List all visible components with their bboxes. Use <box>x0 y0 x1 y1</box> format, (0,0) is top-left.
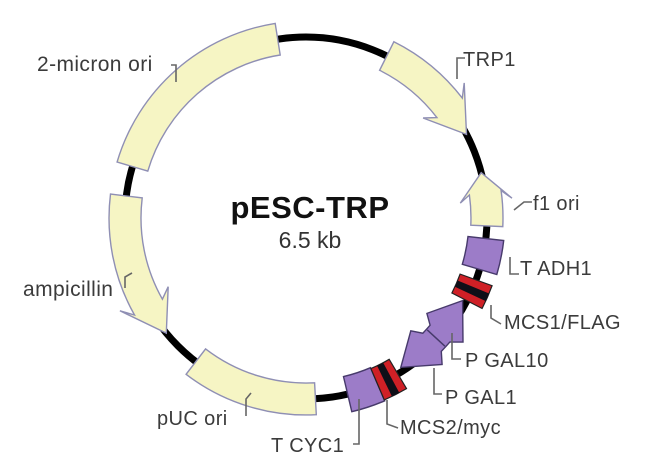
leader-pgal1 <box>433 368 442 395</box>
label-trp1: TRP1 <box>463 49 516 71</box>
label-p-gal10: P GAL10 <box>465 350 549 372</box>
leader-mcs1 <box>490 305 502 325</box>
leader-trp1 <box>456 57 465 79</box>
label-puc-ori: pUC ori <box>157 408 228 430</box>
plasmid-center-title: pESC-TRP 6.5 kb <box>160 190 460 254</box>
feature-mcs2-stripe <box>377 362 400 397</box>
feature-2micron <box>116 22 282 172</box>
leader-amp <box>124 272 133 288</box>
label-f1-ori: f1 ori <box>533 193 580 215</box>
plasmid-size: 6.5 kb <box>278 227 342 253</box>
promoter-divider-line <box>426 329 446 347</box>
leader-pgal10 <box>451 333 461 360</box>
leader-tcyc1 <box>353 399 360 445</box>
feature-pucori <box>185 347 318 416</box>
leader-tadh1 <box>509 257 519 275</box>
plasmid-title: pESC-TRP <box>230 190 390 225</box>
label-2-micron-ori: 2-micron ori <box>37 53 153 76</box>
feature-trp1 <box>378 40 468 136</box>
label-ampicillin: ampicillin <box>23 278 114 301</box>
label-mcs2-myc: MCS2/myc <box>400 417 501 439</box>
leader-f1ori <box>513 201 532 211</box>
feature-amp <box>108 193 169 335</box>
label-t-cyc1: T CYC1 <box>271 435 345 457</box>
label-p-gal1: P GAL1 <box>445 387 518 409</box>
feature-tadh1 <box>461 235 505 276</box>
leader-mcs2 <box>386 400 399 429</box>
leader-2micron <box>171 64 177 82</box>
feature-mcs1-stripe <box>454 280 490 302</box>
feature-f1ori <box>459 171 513 228</box>
label-t-adh1: T ADH1 <box>520 258 593 280</box>
leader-pucori <box>245 392 252 416</box>
feature-tcyc1 <box>342 366 386 413</box>
label-mcs1-flag: MCS1/FLAG <box>504 312 621 334</box>
